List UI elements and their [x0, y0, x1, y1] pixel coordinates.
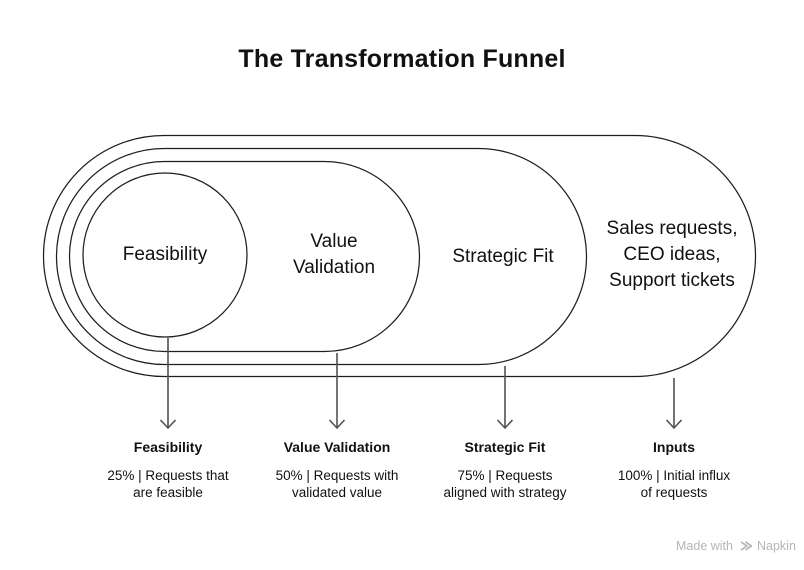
caption-inputs: Inputs 100% | Initial influx of requests — [589, 439, 759, 501]
caption-strategic-fit: Strategic Fit 75% | Requests aligned wit… — [420, 439, 590, 501]
caption-desc-feasibility: 25% | Requests that are feasible — [107, 468, 229, 500]
caption-desc-strategic-fit: 75% | Requests aligned with strategy — [443, 468, 567, 500]
caption-value-validation: Value Validation 50% | Requests with val… — [252, 439, 422, 501]
caption-title-inputs: Inputs — [653, 439, 695, 455]
caption-title-feasibility: Feasibility — [133, 439, 203, 455]
caption-desc-inputs: 100% | Initial influx of requests — [617, 468, 731, 500]
stage-label-value-validation: Value Validation — [292, 231, 376, 278]
caption-title-strategic-fit: Strategic Fit — [464, 439, 546, 455]
diagram-title: The Transformation Funnel — [238, 45, 566, 73]
down-arrow-value-validation — [328, 353, 346, 430]
caption-desc-value-validation: 50% | Requests with validated value — [275, 468, 399, 500]
stage-ring-strategic-fit — [55, 147, 588, 366]
stage-label-inputs: Sales requests, CEO ideas, Support ticke… — [606, 218, 738, 291]
caption-feasibility: Feasibility 25% | Requests that are feas… — [83, 439, 253, 501]
stage-ring-feasibility — [82, 172, 248, 338]
watermark-prefix: Made with — [676, 539, 733, 553]
down-arrow-strategic-fit — [496, 366, 514, 430]
stage-label-feasibility: Feasibility — [122, 244, 208, 265]
stage-label-strategic-fit: Strategic Fit — [452, 246, 554, 267]
down-arrow-feasibility — [159, 338, 177, 430]
watermark-brand: Napkin — [756, 539, 796, 553]
made-with-napkin-watermark: Made with Napkin — [676, 539, 796, 553]
caption-title-value-validation: Value Validation — [283, 439, 391, 455]
down-arrow-inputs — [665, 378, 683, 430]
stage-ring-value-validation — [68, 160, 421, 353]
stage-ring-inputs — [42, 134, 757, 378]
napkin-logo-icon — [740, 541, 752, 551]
